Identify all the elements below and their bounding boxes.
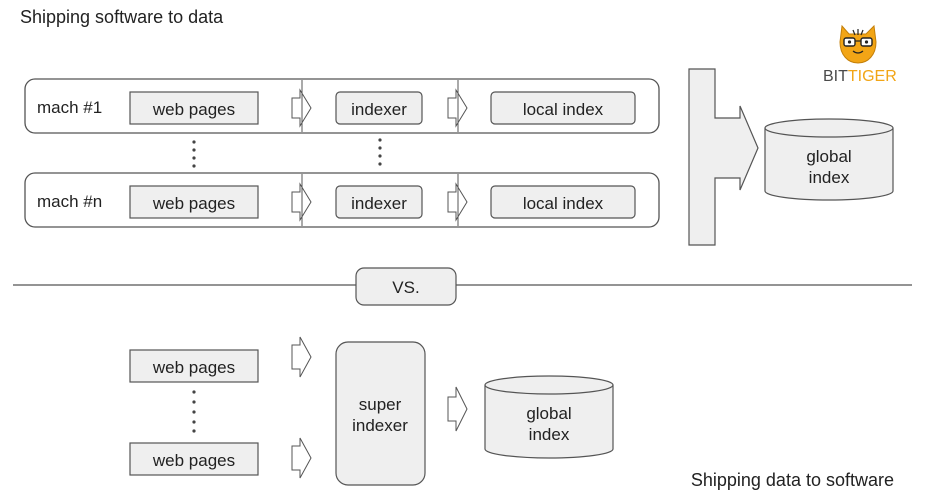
vertical-ellipsis [192, 390, 196, 433]
flow-arrow-icon [291, 336, 312, 378]
web-pages-box [129, 185, 259, 219]
global-index-label-line2: index [809, 168, 850, 187]
local-index-label: local index [523, 100, 604, 119]
web-pages-box [129, 349, 259, 383]
indexer-box [335, 185, 423, 219]
global-index-cylinder: global index [484, 375, 614, 459]
tiger-mascot-icon [839, 24, 877, 64]
web-pages-box [129, 91, 259, 125]
global-index-label-line1: global [526, 404, 571, 423]
local-index-label: local index [523, 194, 604, 213]
svg-text:BITTIGER: BITTIGER [823, 68, 897, 85]
web-pages-label: web pages [152, 100, 235, 119]
merge-arrow-icon [688, 68, 759, 246]
machine-n-label: mach #n [37, 192, 102, 211]
web-pages-label: web pages [152, 451, 235, 470]
super-indexer-box [335, 341, 426, 486]
indexer-label: indexer [351, 194, 407, 213]
global-index-label-line2: index [529, 425, 570, 444]
vertical-ellipsis [378, 138, 382, 166]
local-index-box [490, 185, 636, 219]
vertical-ellipsis [192, 140, 196, 168]
web-pages-box [129, 442, 259, 476]
global-index-cylinder: global index [764, 118, 894, 201]
bittiger-logo: BITTIGER [823, 24, 897, 85]
bottom-section-title: Shipping data to software [691, 470, 894, 490]
global-index-label-line1: global [806, 147, 851, 166]
logo-text-bit: BIT [823, 68, 848, 85]
local-index-box [490, 91, 636, 125]
machine-1-label: mach #1 [37, 98, 102, 117]
vs-badge [355, 267, 457, 306]
flow-arrow-icon [291, 437, 312, 479]
indexer-label: indexer [351, 100, 407, 119]
super-indexer-label-line1: super [359, 395, 402, 414]
web-pages-label: web pages [152, 358, 235, 377]
web-pages-label: web pages [152, 194, 235, 213]
logo-text-tiger: TIGER [848, 68, 897, 85]
vs-label: VS. [392, 278, 419, 297]
super-indexer-label-line2: indexer [352, 416, 408, 435]
indexer-box [335, 91, 423, 125]
flow-arrow-icon [447, 386, 468, 432]
top-section-title: Shipping software to data [20, 7, 224, 27]
